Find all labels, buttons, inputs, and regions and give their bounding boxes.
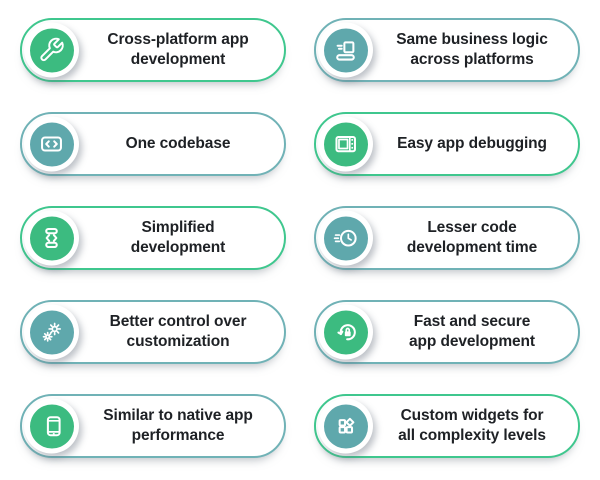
- feature-label: One codebase: [86, 134, 284, 154]
- label-line: customization: [126, 333, 230, 350]
- label-line: development: [130, 239, 226, 256]
- icon-badge: [24, 398, 79, 454]
- label-line: Similar to native app: [103, 407, 253, 424]
- business-logic-icon: [323, 28, 368, 72]
- label-line: development time: [406, 239, 538, 256]
- icon-badge: [24, 22, 79, 78]
- icon-badge: [318, 116, 373, 172]
- feature-card-fast-secure: Fast and secure app development: [314, 300, 580, 364]
- icon-badge: [24, 210, 79, 266]
- icon-badge: [24, 304, 79, 360]
- label-line: app development: [409, 333, 535, 350]
- debug-panel-icon: [323, 122, 368, 166]
- label-line: Lesser code: [427, 219, 517, 236]
- label-line: development: [130, 51, 226, 68]
- label-line: Custom widgets for: [400, 407, 544, 424]
- feature-label: Simplified development: [86, 218, 284, 258]
- feature-card-lesser-code-time: Lesser code development time: [314, 206, 580, 270]
- widgets-icon: [323, 404, 368, 448]
- feature-card-one-codebase: One codebase: [20, 112, 286, 176]
- icon-badge: [318, 22, 373, 78]
- label-line: performance: [131, 427, 225, 444]
- feature-card-simplified-development: Simplified development: [20, 206, 286, 270]
- feature-label: Same business logic across platforms: [380, 30, 578, 70]
- label-line: Simplified: [141, 219, 215, 236]
- wrench-icon: [29, 28, 74, 72]
- feature-label: Similar to native app performance: [86, 406, 284, 446]
- feature-label: Lesser code development time: [380, 218, 578, 258]
- icon-badge: [318, 398, 373, 454]
- feature-card-easy-debugging: Easy app debugging: [314, 112, 580, 176]
- secure-sync-icon: [323, 310, 368, 354]
- feature-label: Fast and secure app development: [380, 312, 578, 352]
- feature-card-cross-platform: Cross-platform app development: [20, 18, 286, 82]
- feature-card-custom-widgets: Custom widgets for all complexity levels: [314, 394, 580, 458]
- gears-icon: [29, 310, 74, 354]
- feature-card-native-performance: Similar to native app performance: [20, 394, 286, 458]
- mobile-code-icon: [29, 216, 74, 260]
- feature-card-same-business-logic: Same business logic across platforms: [314, 18, 580, 82]
- feature-label: Better control over customization: [86, 312, 284, 352]
- label-line: all complexity levels: [398, 427, 546, 444]
- feature-label: Custom widgets for all complexity levels: [380, 406, 578, 446]
- code-brackets-icon: [29, 122, 74, 166]
- feature-grid: Cross-platform app development Same busi…: [20, 18, 580, 458]
- label-line: across platforms: [410, 51, 534, 68]
- feature-card-better-control: Better control over customization: [20, 300, 286, 364]
- label-line: Fast and secure: [413, 313, 531, 330]
- label-line: Cross-platform app: [107, 31, 249, 48]
- label-line: Better control over: [109, 313, 247, 330]
- label-line: Easy app debugging: [397, 135, 547, 152]
- label-line: Same business logic: [396, 31, 548, 48]
- clock-speed-icon: [323, 216, 368, 260]
- label-line: One codebase: [125, 135, 231, 152]
- icon-badge: [318, 304, 373, 360]
- feature-label: Cross-platform app development: [86, 30, 284, 70]
- icon-badge: [24, 116, 79, 172]
- feature-label: Easy app debugging: [380, 134, 578, 154]
- icon-badge: [318, 210, 373, 266]
- smartphone-icon: [29, 404, 74, 448]
